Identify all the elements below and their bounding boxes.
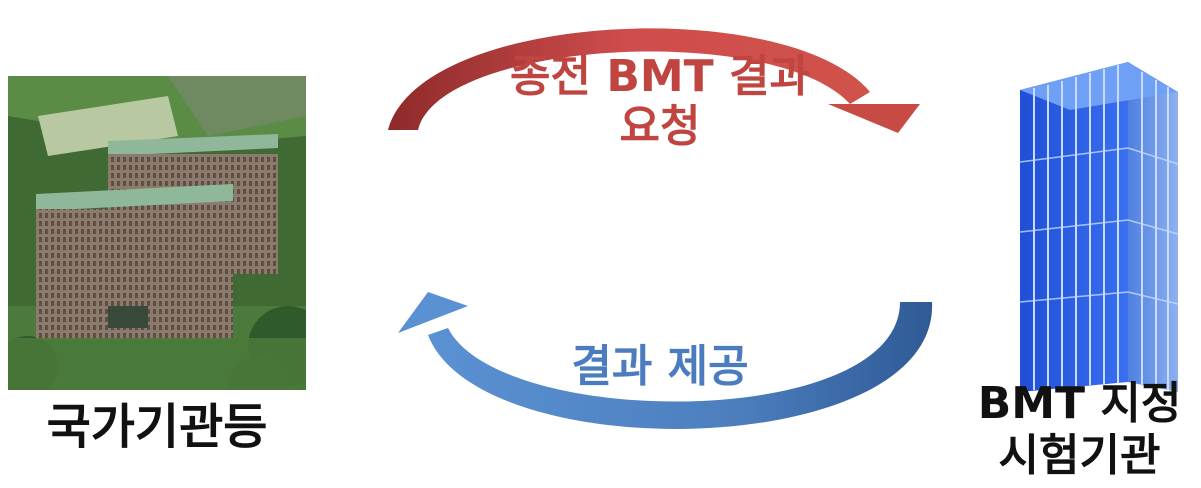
request-label-line1: 종전 BMT 결과 xyxy=(510,51,810,102)
request-label-line2: 요청 xyxy=(619,101,701,152)
bmt-testing-agency-label: BMT 지정 시험기관 xyxy=(958,378,1201,482)
government-building-photo xyxy=(8,76,306,390)
office-tower-icon xyxy=(1019,62,1179,392)
provide-results-label: 결과 제공 xyxy=(571,341,749,392)
bottom-arrow-head xyxy=(398,292,468,333)
top-arrow xyxy=(388,28,920,133)
bmt-testing-agency-label-line1: BMT 지정 xyxy=(977,378,1182,429)
request-label: 종전 BMT 결과 요청 xyxy=(470,52,850,152)
top-arrow-head xyxy=(828,104,920,133)
flow-arrows xyxy=(388,28,933,429)
bottom-arrow xyxy=(398,292,933,429)
government-agency-label: 국가기관등 xyxy=(46,399,268,455)
bmt-testing-agency-label-line2: 시험기관 xyxy=(998,430,1161,481)
